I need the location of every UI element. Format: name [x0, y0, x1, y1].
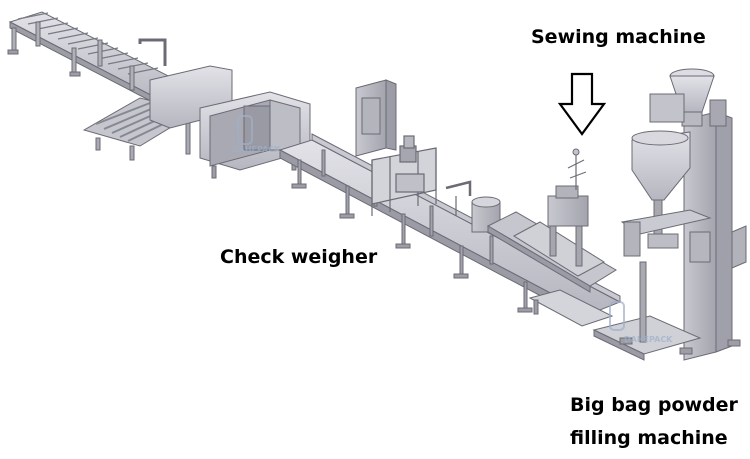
- check-weigher-unit: [371, 135, 472, 216]
- watermark-right: DAHEPACK: [609, 301, 673, 344]
- svg-text:DAHEPACK: DAHEPACK: [232, 145, 281, 154]
- sewing-machine-label: Sewing machine: [531, 26, 706, 48]
- main-conveyor: [278, 133, 622, 323]
- big-bag-label-line2: filling machine: [570, 427, 728, 449]
- big-bag-filling-machine: [592, 68, 747, 361]
- sewing-machine-unit: [486, 148, 617, 327]
- control-cabinet: [355, 79, 397, 157]
- down-arrow-icon: [557, 72, 607, 136]
- check-weigher-label: Check weigher: [220, 246, 378, 268]
- svg-text:DAHEPACK: DAHEPACK: [624, 335, 673, 344]
- watermark-left: DAHEPACK: [232, 115, 281, 154]
- big-bag-label-line1: Big bag powder: [570, 394, 738, 416]
